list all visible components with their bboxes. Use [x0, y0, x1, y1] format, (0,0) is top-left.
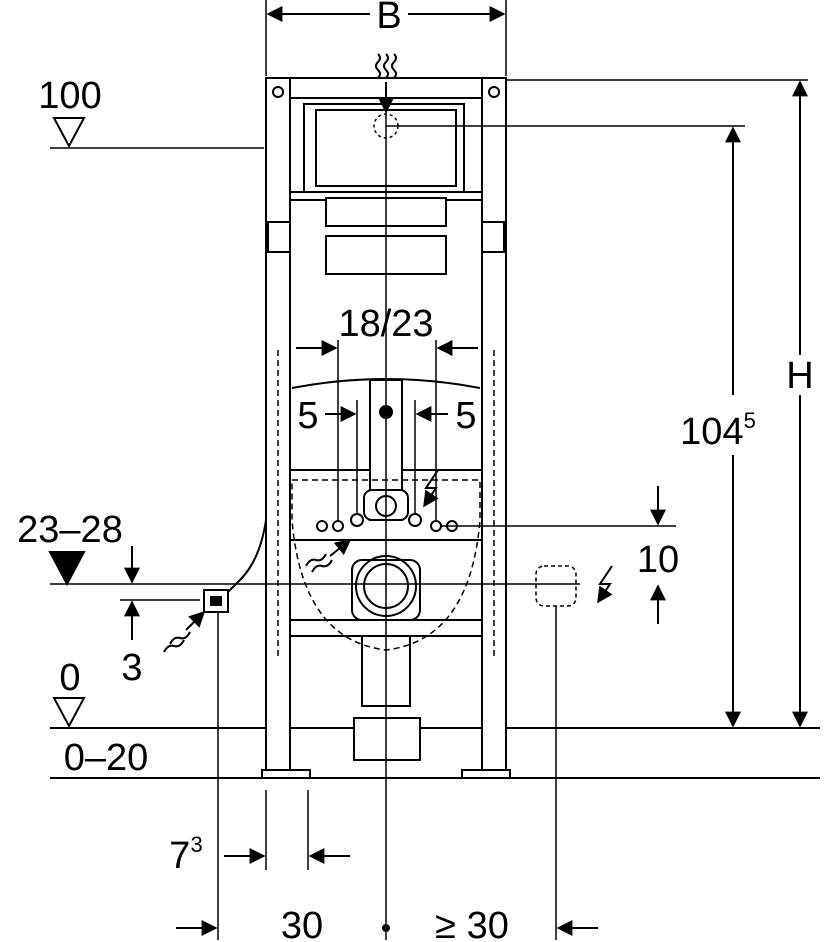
- electric-offset-label: 10: [637, 539, 679, 581]
- wavy-water-icon: [375, 53, 397, 79]
- level-0-triangle: [52, 697, 86, 729]
- wavy-water-icon: [163, 610, 206, 653]
- installation-frame: [261, 77, 511, 779]
- foot-width-label: 73: [169, 832, 202, 877]
- bolt-spacing-label: 18/23: [338, 303, 433, 345]
- drain-offset-label: 3: [121, 647, 142, 689]
- bolt-offset-right-label: 5: [455, 395, 476, 437]
- level-0-label: 0: [59, 657, 80, 699]
- electric-box: [535, 565, 577, 607]
- dimension-arrows: [124, 6, 808, 936]
- height-label: H: [786, 355, 813, 397]
- level-100-label: 100: [38, 75, 101, 117]
- supply-hose: [219, 519, 267, 601]
- left-clearance-label: 30: [281, 905, 323, 942]
- floor-lines: [50, 727, 820, 779]
- reference-lines: [50, 0, 808, 940]
- pipe-height-label: 23–28: [17, 509, 123, 551]
- pipe-level-triangle: [48, 551, 86, 587]
- width-label: B: [376, 0, 401, 37]
- floor-range-label: 0–20: [64, 737, 149, 779]
- wavy-water-icon: [305, 539, 352, 573]
- level-100-triangle: [52, 117, 86, 149]
- lightning-icon: [597, 565, 613, 604]
- right-clearance-label: ≥ 30: [435, 905, 509, 942]
- center-dot: [382, 924, 390, 932]
- bolt-offset-left-label: 5: [297, 395, 318, 437]
- frame-height-label: 1045: [680, 408, 756, 453]
- lightning-icon: [423, 469, 439, 508]
